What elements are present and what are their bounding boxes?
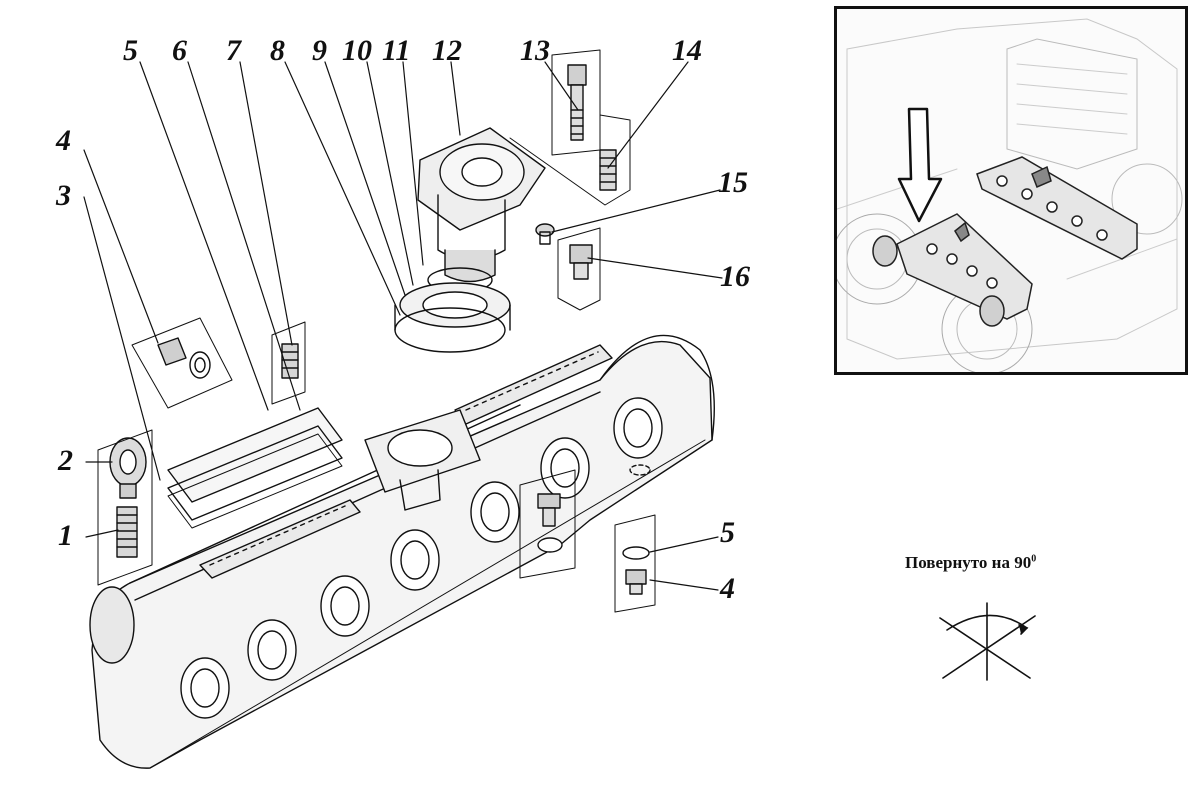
vehicle-location-inset: [834, 6, 1188, 375]
callout-12: 12: [432, 34, 462, 67]
rotation-symbol-icon: [939, 602, 1036, 681]
inset-location-arrow: [897, 107, 943, 223]
breather-plug: [569, 244, 593, 280]
callout-7: 7: [226, 34, 241, 67]
cover-stud: [281, 343, 299, 379]
housing-central-flange: [364, 409, 481, 511]
callout-4-upper: 4: [56, 124, 71, 157]
callout-16: 16: [720, 260, 750, 293]
eye-bolt: [109, 437, 147, 499]
drain-plug-lower: [622, 546, 650, 595]
callout-9: 9: [312, 34, 327, 67]
rotation-note-text: Повернуто на 90: [905, 553, 1032, 572]
housing-top-hatch-front: [199, 499, 361, 579]
leader-lines: [83, 61, 723, 591]
callout-11: 11: [382, 34, 411, 67]
inset-drawing: [837, 18, 1183, 372]
callout-13: 13: [520, 34, 550, 67]
final-drive-flange: [417, 127, 546, 283]
stud: [116, 506, 138, 558]
side-bolt: [537, 493, 563, 553]
inset-front-housing: [872, 213, 1033, 327]
callout-2: 2: [58, 444, 73, 477]
callout-5-upper: 5: [123, 34, 138, 67]
housing-side-ports: [180, 397, 663, 719]
drain-plug-upper: [157, 337, 211, 379]
callout-10: 10: [342, 34, 372, 67]
callout-5-lower: 5: [720, 516, 735, 549]
short-stud: [599, 149, 617, 191]
callout-14: 14: [672, 34, 702, 67]
callout-8: 8: [270, 34, 285, 67]
callout-3: 3: [56, 179, 71, 212]
rotation-note-degree: 0: [1031, 553, 1037, 565]
callout-1: 1: [58, 519, 73, 552]
callout-4-lower: 4: [720, 572, 735, 605]
long-bolt: [567, 64, 587, 141]
callout-6: 6: [172, 34, 187, 67]
cover-plate: [167, 407, 343, 529]
rotation-note: Повернуто на 900: [905, 553, 1036, 573]
small-screw: [535, 223, 555, 245]
inset-rear-housing: [976, 156, 1138, 260]
callout-15: 15: [718, 166, 748, 199]
seal-rings: [394, 267, 511, 353]
